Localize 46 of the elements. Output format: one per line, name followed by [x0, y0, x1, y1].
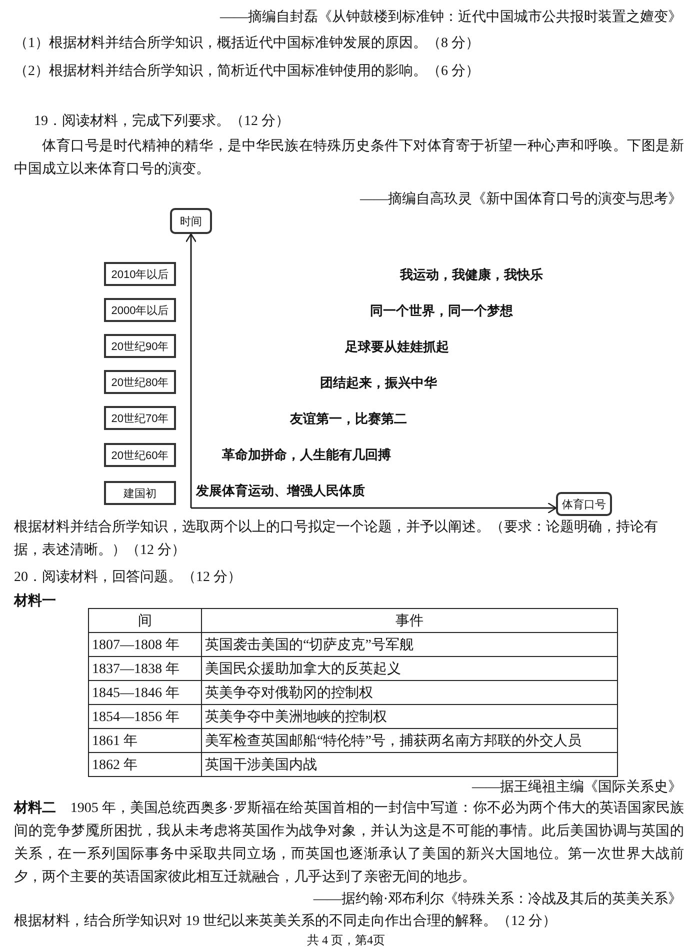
material-paragraph: 材料二 1905 年，美国总统西奥多·罗斯福在给英国首相的一封信中写道：你不必为两个伟大的英语国家民族间的竞争梦魇所困扰，我从未考虑将英国作为战争对象，并认为这是不可能的事情。此后美国协调与英国的关系，在一系列国际事务中采取共同立场，而英国也逐渐承认了美国的新兴大国地位。第一次世界大战前夕，两个主要的英语国家彼此相互迁就融合，几乎达到了亲密无间的地步。: [14, 799, 684, 887]
slogan-text: 同一个世界，同一个梦想: [370, 302, 513, 320]
year-cell: 1854—1856 年: [88, 704, 202, 728]
period-box: 2010年以后: [104, 262, 176, 286]
question-text: 根据材料，结合所学知识对 19 世纪以来英美关系的不同走向作出合理的解释。（12 分）: [14, 912, 558, 931]
year-cell: 1807—1808 年: [88, 632, 202, 656]
axis-arrow: [185, 233, 197, 508]
material-paragraph: 体育口号是时代精神的精华，是中华民族在特殊历史条件下对体育寄于祈望一种心声和呼唤。下图是新中国成立以来体育口号的演变。: [14, 137, 684, 179]
period-box: 20世纪70年: [104, 406, 176, 430]
question-text: 根据材料并结合所学知识，选取两个以上的口号拟定一个论题，并予以阐述。（要求：论题明确，持论有据，表述清晰。）（12 分）: [14, 518, 659, 560]
year-cell: 1861 年: [88, 728, 202, 752]
material-heading: 材料一: [14, 592, 57, 611]
header-cell: 事件: [202, 608, 618, 632]
slogan-text: 我运动，我健康，我快乐: [400, 266, 543, 284]
question-heading: 19．阅读材料，完成下列要求。（12 分）: [34, 112, 290, 131]
question-text: （1）根据材料并结合所学知识，概括近代中国标准钟发展的原因。（8 分）: [14, 34, 480, 53]
event-cell: 英国干涉美国内战: [202, 752, 618, 776]
slogan-text: 革命加拼命，人生能有几回搏: [222, 446, 391, 464]
period-box: 建国初: [104, 481, 176, 505]
slogan-text: 足球要从娃娃抓起: [345, 338, 449, 356]
period-box: 20世纪60年: [104, 443, 176, 467]
question-text: （2）根据材料并结合所学知识，简析近代中国标准钟使用的影响。（6 分）: [14, 62, 480, 81]
header-cell: 间: [88, 608, 202, 632]
event-cell: 美军检查英国邮船“特伦特”号，捕获两名南方邦联的外交人员: [202, 728, 618, 752]
period-box: 20世纪80年: [104, 370, 176, 394]
slogan-text: 发展体育运动、增强人民体质: [196, 482, 365, 500]
slogan-text: 团结起来，振兴中华: [320, 374, 437, 392]
source-line: ——摘编自高玖灵《新中国体育口号的演变与思考》: [358, 190, 682, 209]
event-cell: 英美争夺对俄勒冈的控制权: [202, 680, 618, 704]
year-cell: 1837—1838 年: [88, 656, 202, 680]
period-box: 2000年以后: [104, 298, 176, 322]
source-line: ——据约翰·邓布利尔《特殊关系：冷战及其后的英美关系》: [312, 890, 682, 909]
source-line: ——据王绳祖主编《国际关系史》: [470, 778, 682, 797]
page-footer: 共 4 页，第4页: [0, 932, 692, 947]
event-cell: 美国民众援助加拿大的反英起义: [202, 656, 618, 680]
event-cell: 英美争夺中美洲地峡的控制权: [202, 704, 618, 728]
axis-title-box: 时间: [170, 208, 212, 234]
year-cell: 1862 年: [88, 752, 202, 776]
slogan-text: 友谊第一，比赛第二: [290, 410, 407, 428]
event-cell: 英国袭击美国的“切萨皮克”号军舰: [202, 632, 618, 656]
axis-arrow: [191, 502, 557, 514]
question-heading: 20．阅读材料，回答问题。（12 分）: [14, 568, 242, 587]
year-cell: 1845—1846 年: [88, 680, 202, 704]
source-line: ——摘编自封磊《从钟鼓楼到标准钟：近代中国城市公共报时装置之嬗变》: [218, 8, 682, 27]
period-box: 20世纪90年: [104, 334, 176, 358]
axis-title-box: 体育口号: [556, 492, 612, 516]
